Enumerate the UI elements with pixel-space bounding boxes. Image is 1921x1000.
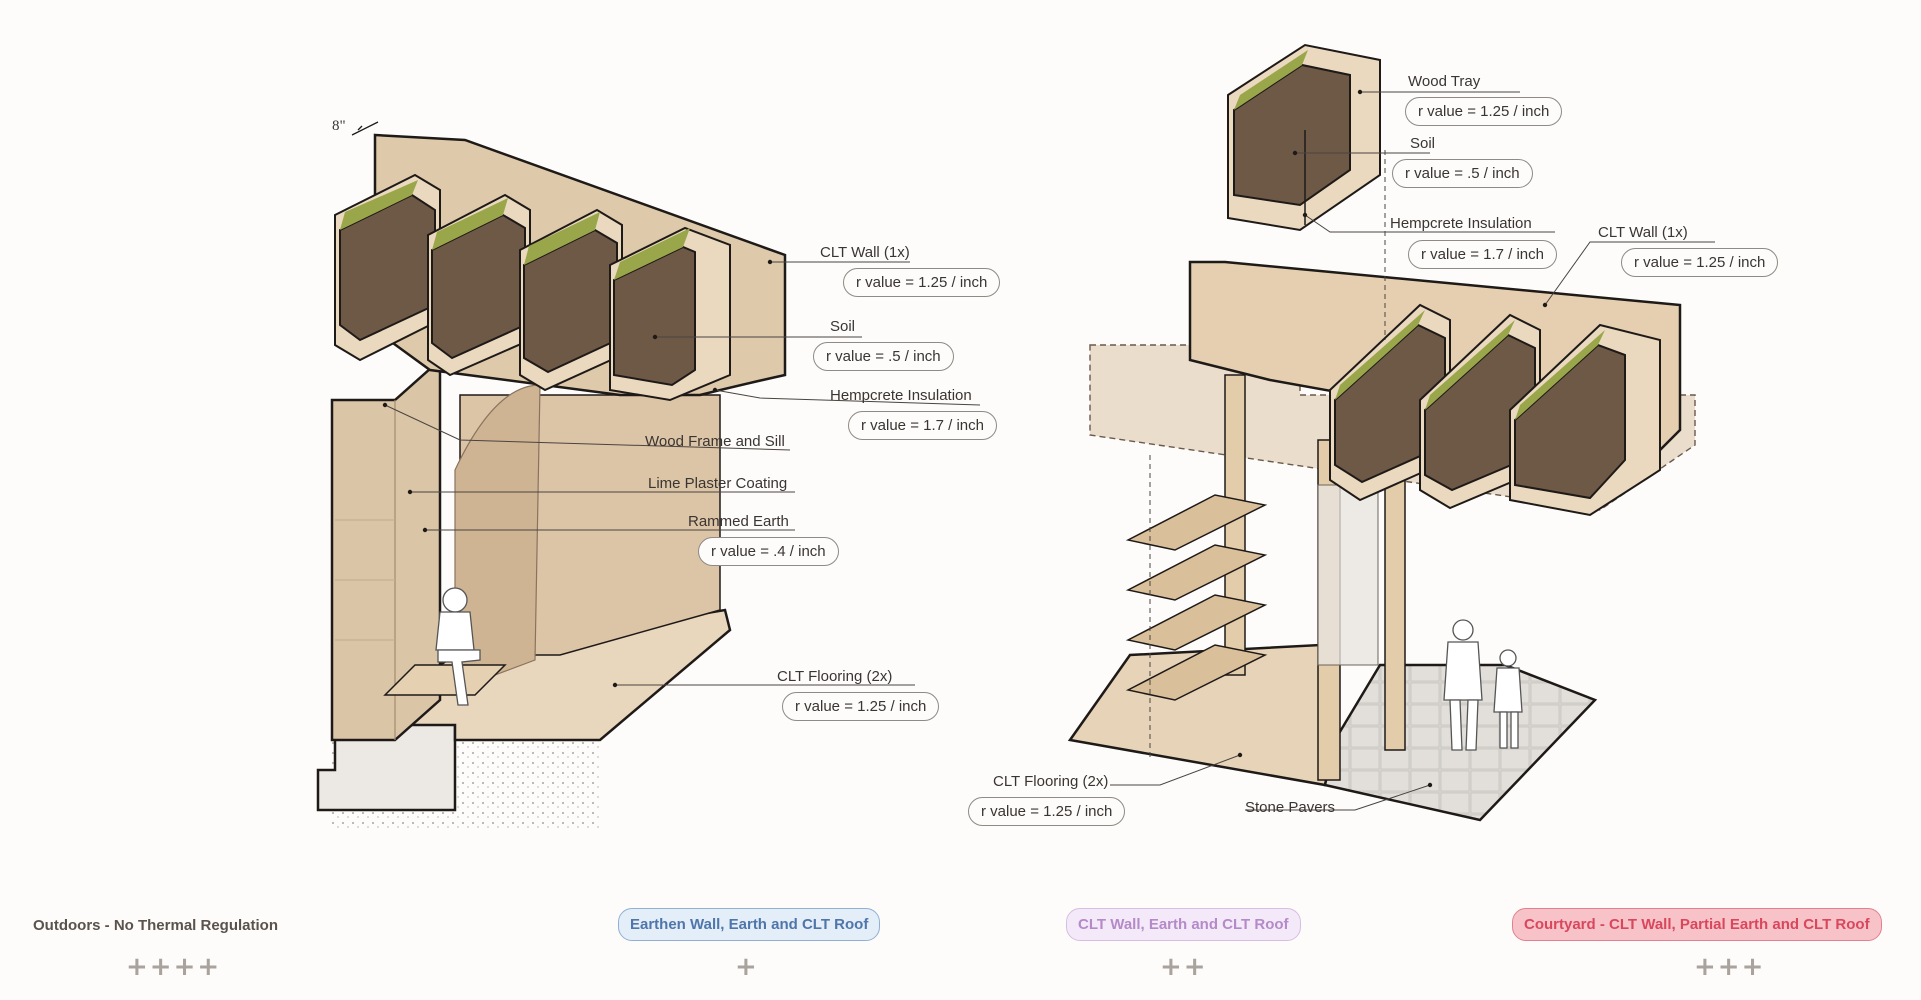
left-clt-wall-r-value: r value = 1.25 / inch <box>843 268 1001 297</box>
right-clt-flooring-r-value: r value = 1.25 / inch <box>968 797 1126 826</box>
left-clt-flooring-label: CLT Flooring (2x) <box>777 668 893 685</box>
legend-courtyard-label: Courtyard - CLT Wall, Partial Earth and … <box>1512 908 1882 941</box>
walking-pedestrians <box>1443 619 1523 751</box>
right-clt-flooring-label: CLT Flooring (2x) <box>993 773 1109 790</box>
legend-earthen-wall-label: Earthen Wall, Earth and CLT Roof <box>618 908 881 941</box>
bench <box>383 664 507 696</box>
glass-panel <box>1317 484 1379 666</box>
legend-earthen-wall-rating: + <box>735 952 759 982</box>
wall-niche <box>454 384 541 691</box>
left-soil-r-value: r value = .5 / inch <box>813 342 954 371</box>
column-left <box>1224 374 1246 676</box>
legend-clt-wall-label: CLT Wall, Earth and CLT Roof <box>1066 908 1301 941</box>
column-right <box>1384 479 1406 751</box>
wood-tray-label: Wood Tray <box>1408 73 1481 90</box>
right-clt-wall-r-value: r value = 1.25 / inch <box>1621 248 1779 277</box>
exploded-wood-tray <box>1227 43 1381 232</box>
left-clt-flooring-r-value: r value = 1.25 / inch <box>782 692 940 721</box>
right-soil-label: Soil <box>1410 135 1436 152</box>
left-leader-lines <box>384 261 981 686</box>
legend-outdoors-label: Outdoors - No Thermal Regulation <box>33 917 279 934</box>
wood-tray-r-value: r value = 1.25 / inch <box>1405 97 1563 126</box>
side-shelves <box>1125 494 1268 701</box>
legend-courtyard-rating: +++ <box>1694 952 1766 982</box>
dimension-label: 8" <box>332 118 346 134</box>
rammed-earth-r-value: r value = .4 / inch <box>698 537 839 566</box>
left-hempcrete-label: Hempcrete Insulation <box>830 387 972 404</box>
wood-frame-label: Wood Frame and Sill <box>645 433 785 450</box>
seated-person <box>435 587 481 706</box>
stone-pavers-label: Stone Pavers <box>1245 799 1336 816</box>
left-clt-wall-label: CLT Wall (1x) <box>820 244 910 261</box>
right-leader-lines <box>1110 91 1715 811</box>
right-hempcrete-label: Hempcrete Insulation <box>1390 215 1532 232</box>
right-soil-r-value: r value = .5 / inch <box>1392 159 1533 188</box>
left-section-drawing <box>316 121 787 830</box>
right-clt-wall-label: CLT Wall (1x) <box>1598 224 1688 241</box>
right-hempcrete-r-value: r value = 1.7 / inch <box>1408 240 1557 269</box>
left-soil-label: Soil <box>830 318 856 335</box>
right-planter-trays <box>1329 303 1661 517</box>
lime-plaster-label: Lime Plaster Coating <box>648 475 788 492</box>
legend-outdoors-rating: ++++ <box>126 952 222 982</box>
left-hempcrete-r-value: r value = 1.7 / inch <box>848 411 997 440</box>
rammed-earth-label: Rammed Earth <box>688 513 789 530</box>
planter-trays <box>334 173 731 402</box>
legend-clt-wall-rating: ++ <box>1160 952 1208 982</box>
right-section-drawing <box>1067 43 1696 822</box>
